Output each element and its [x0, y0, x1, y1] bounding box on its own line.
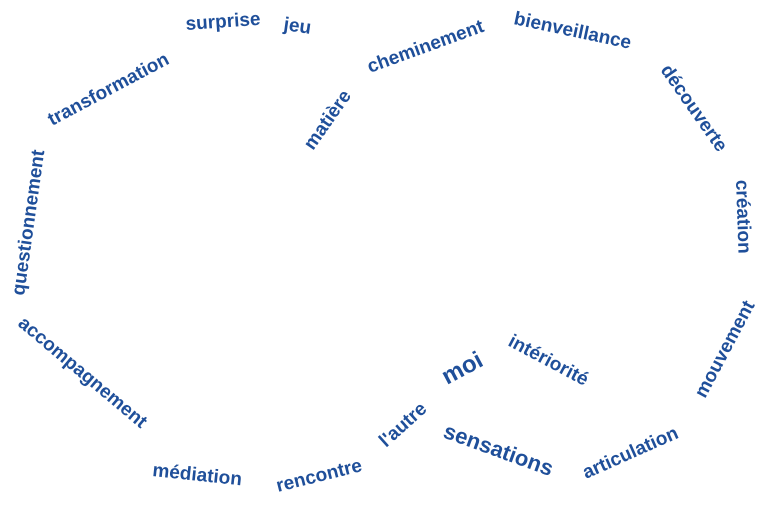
word-sensations: sensations	[440, 418, 557, 481]
word-mediation: médiation	[151, 460, 242, 490]
word-matiere: matière	[300, 86, 356, 153]
word-l-autre: l'autre	[375, 398, 431, 451]
word-rencontre: rencontre	[274, 455, 364, 497]
word-moi: moi	[437, 346, 487, 390]
word-surprise: surprise	[185, 9, 261, 35]
word-mouvement: mouvement	[691, 297, 760, 402]
word-transformation: transformation	[44, 49, 172, 130]
word-creation: création	[731, 179, 755, 254]
word-cheminement: cheminement	[365, 16, 488, 78]
word-decouverte: découverte	[656, 61, 731, 156]
word-articulation: articulation	[579, 423, 681, 484]
word-jeu: jeu	[281, 14, 312, 39]
word-accompagnement: accompagnement	[14, 313, 152, 433]
word-bienveillance: bienveillance	[512, 8, 633, 53]
word-interiorite: intériorité	[505, 331, 592, 391]
word-questionnement: questionnement	[8, 148, 49, 297]
